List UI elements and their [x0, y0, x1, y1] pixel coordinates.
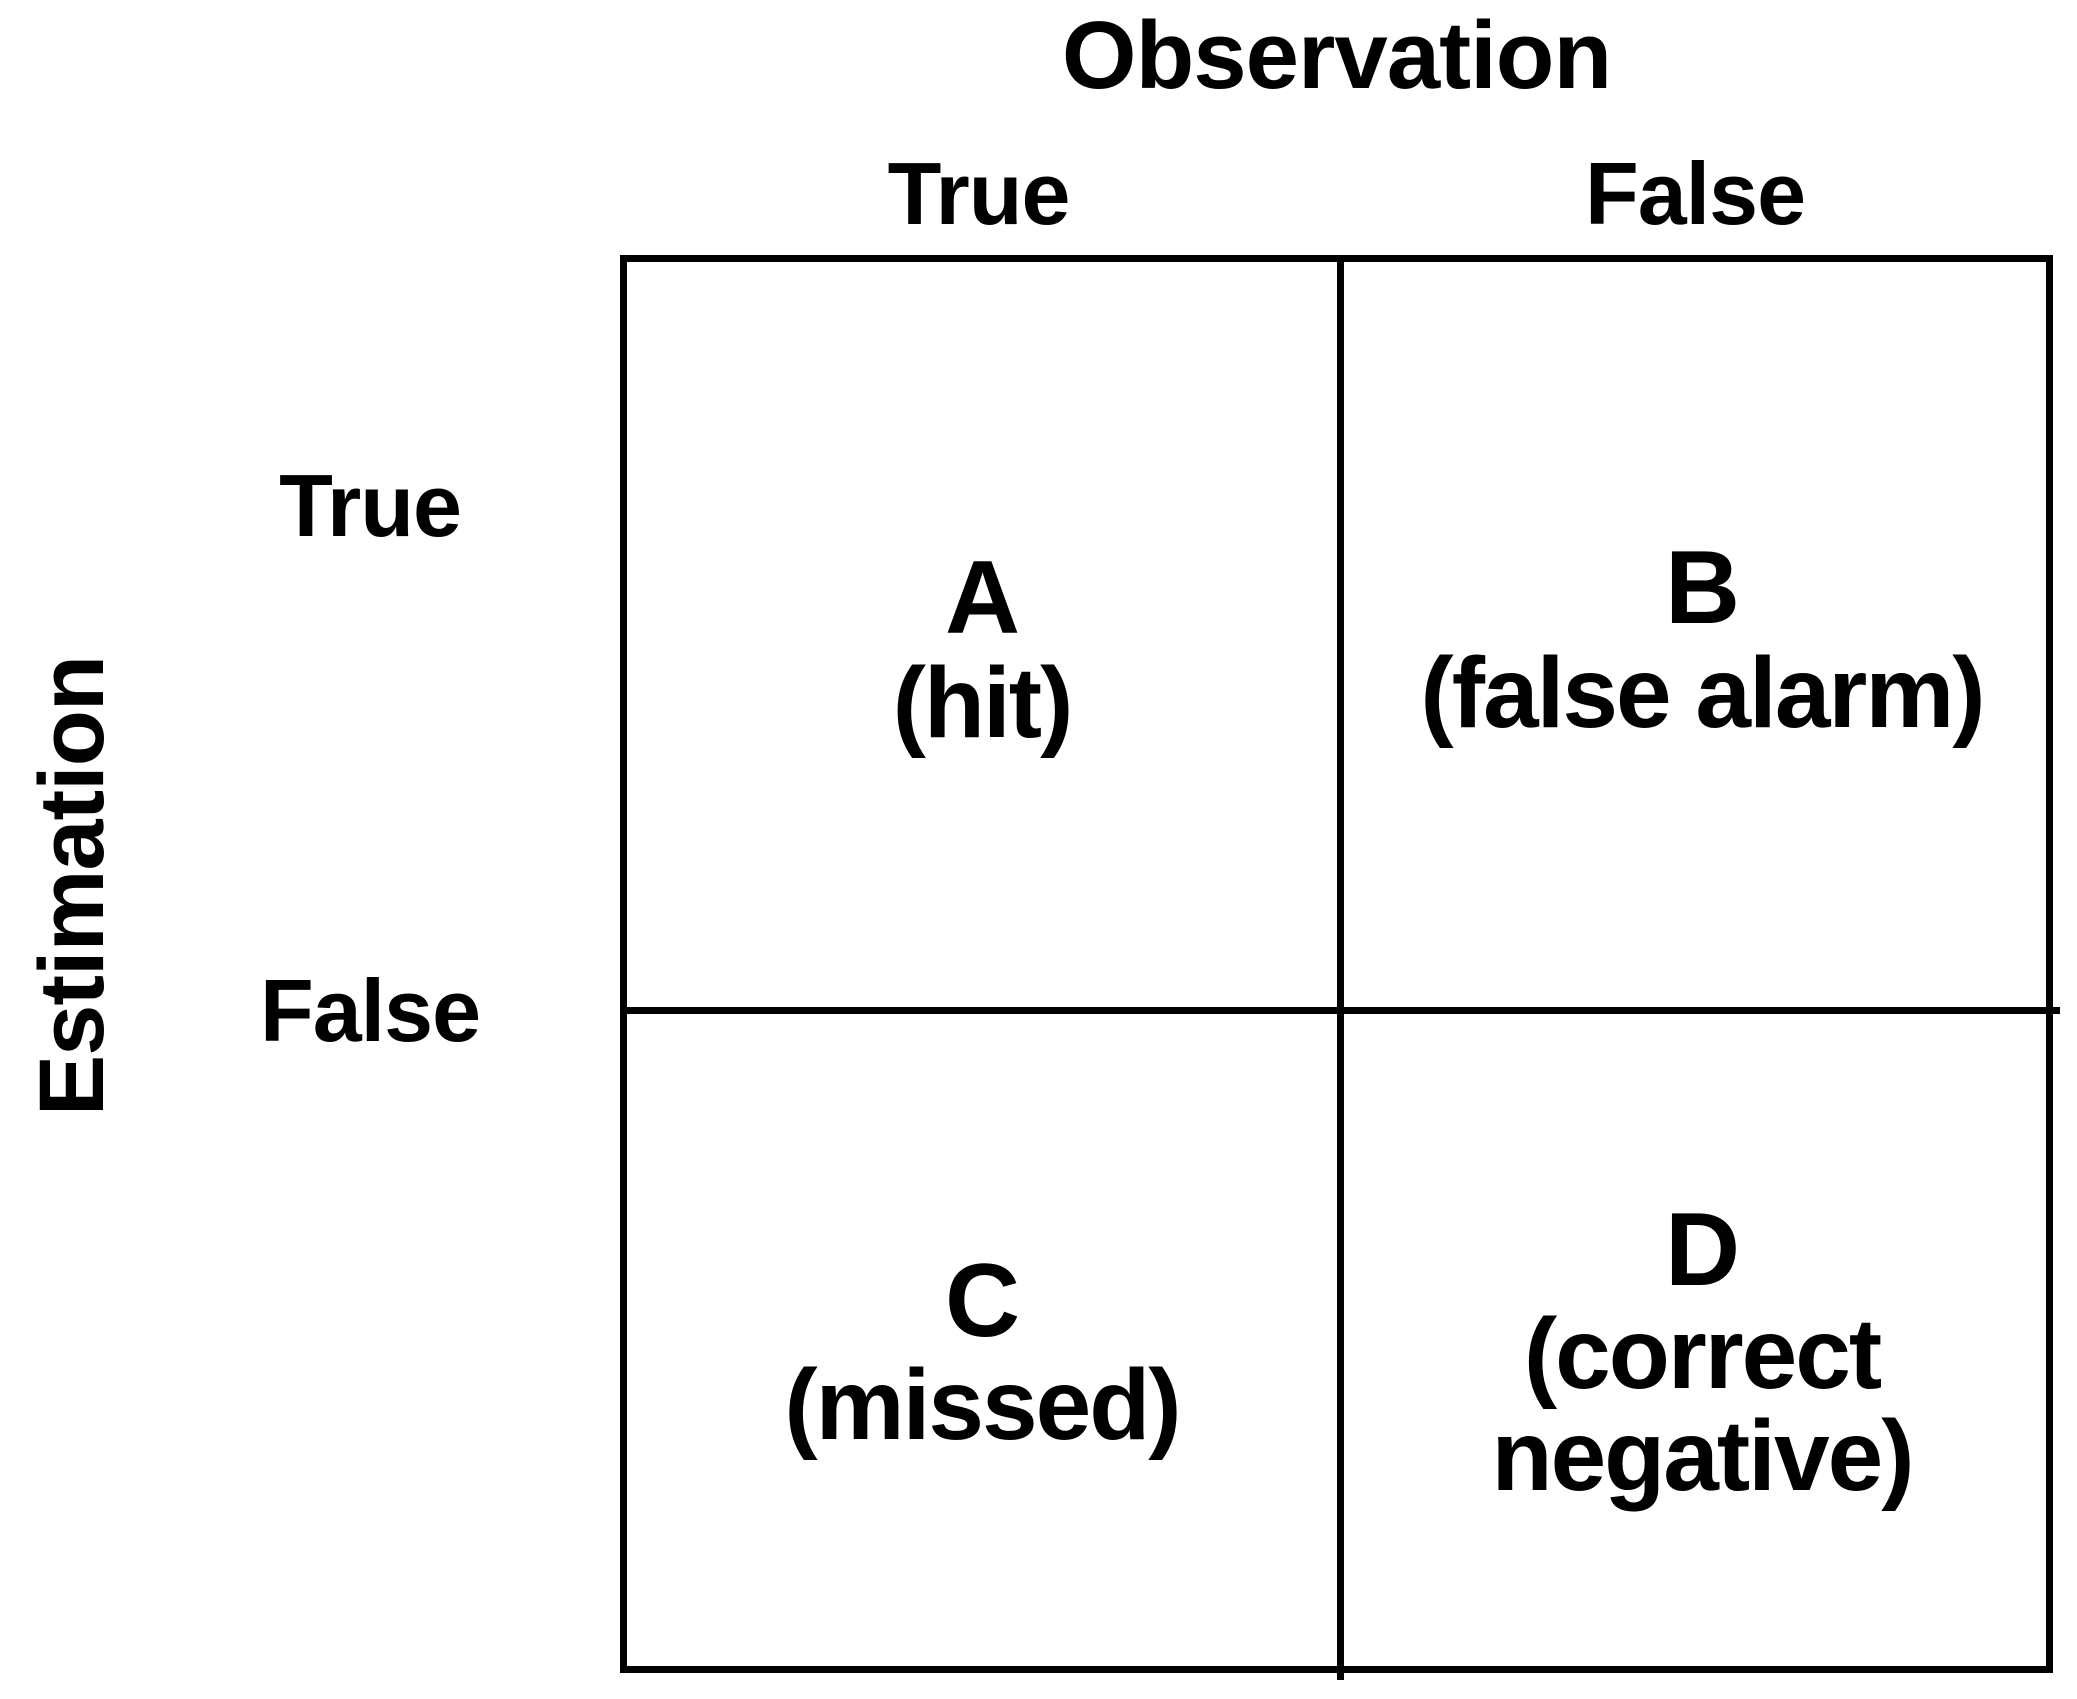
estimation-axis-title: Estimation — [21, 655, 123, 1117]
matrix-cell-b-code: B — [1664, 530, 1740, 647]
matrix-cell-a-code: A — [944, 540, 1020, 657]
observation-axis-title: Observation — [1061, 2, 1612, 109]
matrix-cell-d-label: (correct negative) — [1491, 1298, 1914, 1513]
column-header-false: False — [1584, 144, 1806, 243]
matrix-cell-b-label: (false alarm) — [1420, 636, 1985, 749]
matrix-cell-d-code: D — [1664, 1191, 1740, 1308]
matrix-cell-a-label: (hit) — [892, 646, 1074, 759]
row-header-true: True — [279, 456, 462, 555]
matrix-cell-c-label: (missed) — [784, 1349, 1181, 1462]
matrix-cell-d: D (correct negative) — [1344, 1014, 2060, 1680]
matrix-cell-c: C (missed) — [627, 1014, 1344, 1680]
row-header-false: False — [259, 961, 481, 1060]
matrix-cell-c-code: C — [944, 1242, 1020, 1359]
matrix-cell-a: A (hit) — [627, 262, 1344, 1014]
confusion-matrix: A (hit) B (false alarm) C (missed) D (co… — [620, 255, 2060, 1680]
column-header-true: True — [887, 144, 1071, 243]
matrix-cell-b: B (false alarm) — [1344, 262, 2060, 1014]
